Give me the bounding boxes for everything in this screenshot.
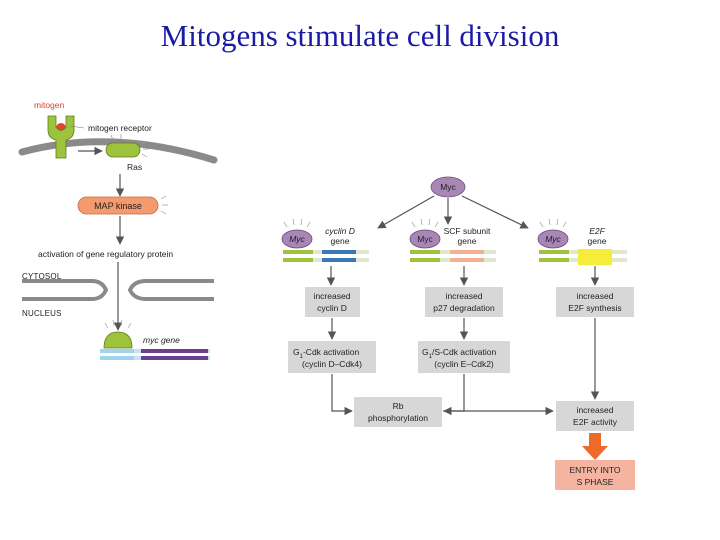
e2f-gene-line2: gene — [588, 236, 607, 246]
activation-label: activation of gene regulatory protein — [38, 249, 173, 259]
svg-text:G1/S-Cdk activation: G1/S-Cdk activation — [422, 347, 496, 360]
myc-protein-col1 — [281, 229, 313, 249]
g1cdk-line1: -Cdk activation — [303, 347, 359, 357]
scf-gene-line1: SCF subunit — [444, 226, 491, 236]
e2f-gene-line1: E2F — [589, 226, 605, 236]
map-kinase-rays — [160, 195, 168, 215]
myc-gene-label: myc gene — [143, 335, 180, 345]
nucleus-label: NUCLEUS — [22, 309, 62, 318]
cyclin-d-gene-dna — [283, 250, 369, 262]
mitogen-receptor-shape — [47, 115, 75, 159]
ras-label: Ras — [127, 162, 142, 172]
mitogen-receptor-label: mitogen receptor — [88, 123, 152, 133]
map-kinase-box — [77, 196, 159, 215]
box-p27-degradation: increased p27 degradation — [425, 287, 503, 317]
ras-protein — [105, 142, 141, 158]
box-cyclin-d-line1: increased — [314, 291, 351, 301]
box-g1s-cdk-activation: G1/S-Cdk activation (cyclin E–Cdk2) — [418, 341, 510, 373]
right-pathway-panel: Myc Myc cyclin D gene Myc SCF subunit — [281, 176, 635, 490]
e2f-gene-dna — [539, 249, 627, 265]
myc-col2-rays — [411, 218, 439, 228]
g1scdk-line1: /S-Cdk activation — [432, 347, 497, 357]
box-increased-cyclin-d: increased cyclin D — [305, 287, 360, 317]
g1cdk-sub: 1 — [300, 354, 304, 360]
scf-gene-line2: gene — [458, 236, 477, 246]
box-e2f-act-line1: increased — [577, 405, 614, 415]
box-entry-s-phase: ENTRY INTO S PHASE — [555, 460, 635, 490]
g1scdk-sub: 1 — [429, 354, 433, 360]
map-kinase-label: MAP kinase — [94, 201, 142, 211]
box-rb-line1: Rb — [393, 401, 404, 411]
cytosol-label: CYTOSOL — [22, 272, 62, 281]
box-entry-line1: ENTRY INTO — [569, 465, 620, 475]
box-g1-cdk-activation: G1-Cdk activation (cyclin D–Cdk4) — [288, 341, 376, 373]
myc-col1-rays — [283, 218, 311, 228]
mitogen-label: mitogen — [34, 100, 65, 110]
svg-text:G1-Cdk activation: G1-Cdk activation — [293, 347, 359, 360]
box-e2f-synth-line2: E2F synthesis — [568, 303, 621, 313]
box-rb-phosphorylation: Rb phosphorylation — [354, 397, 442, 427]
regulatory-protein-rays — [104, 319, 132, 329]
cyclin-d-gene-line2: gene — [331, 236, 350, 246]
myc-col3-label: Myc — [545, 234, 561, 244]
left-pathway-panel: mitogen mitogen receptor Ras MAP kinase … — [18, 100, 218, 360]
nuclear-envelope-right — [127, 279, 214, 301]
box-cyclin-d-line2: cyclin D — [317, 303, 347, 313]
box-e2f-activity: increased E2F activity — [556, 401, 634, 431]
nuclear-envelope-left — [22, 279, 109, 301]
box-p27-line1: increased — [446, 291, 483, 301]
box-entry-line2: S PHASE — [577, 477, 614, 487]
slide-title: Mitogens stimulate cell division — [160, 18, 560, 53]
ras-activation-rays — [110, 134, 149, 158]
plasma-membrane — [18, 138, 218, 164]
myc-protein-col3 — [537, 229, 569, 249]
g1cdk-line2: (cyclin D–Cdk4) — [302, 359, 362, 369]
g1scdk-line2: (cyclin E–Cdk2) — [434, 359, 494, 369]
myc-col1-label: Myc — [289, 234, 305, 244]
box-rb-line2: phosphorylation — [368, 413, 428, 423]
box-e2f-act-line2: E2F activity — [573, 417, 618, 427]
scf-gene-dna — [410, 250, 496, 262]
entry-arrow — [582, 433, 608, 460]
myc-col2-label: Myc — [417, 234, 433, 244]
myc-top-label: Myc — [440, 182, 456, 192]
gene-regulatory-protein — [103, 331, 133, 349]
myc-protein-col2 — [409, 229, 441, 249]
box-p27-line2: p27 degradation — [433, 303, 495, 313]
box-e2f-synth-line1: increased — [577, 291, 614, 301]
myc-gene-dna — [100, 349, 210, 360]
box-e2f-synthesis: increased E2F synthesis — [556, 287, 634, 317]
cyclin-d-gene-line1: cyclin D — [325, 226, 355, 236]
myc-protein-top — [430, 176, 466, 198]
myc-col3-rays — [539, 218, 567, 228]
